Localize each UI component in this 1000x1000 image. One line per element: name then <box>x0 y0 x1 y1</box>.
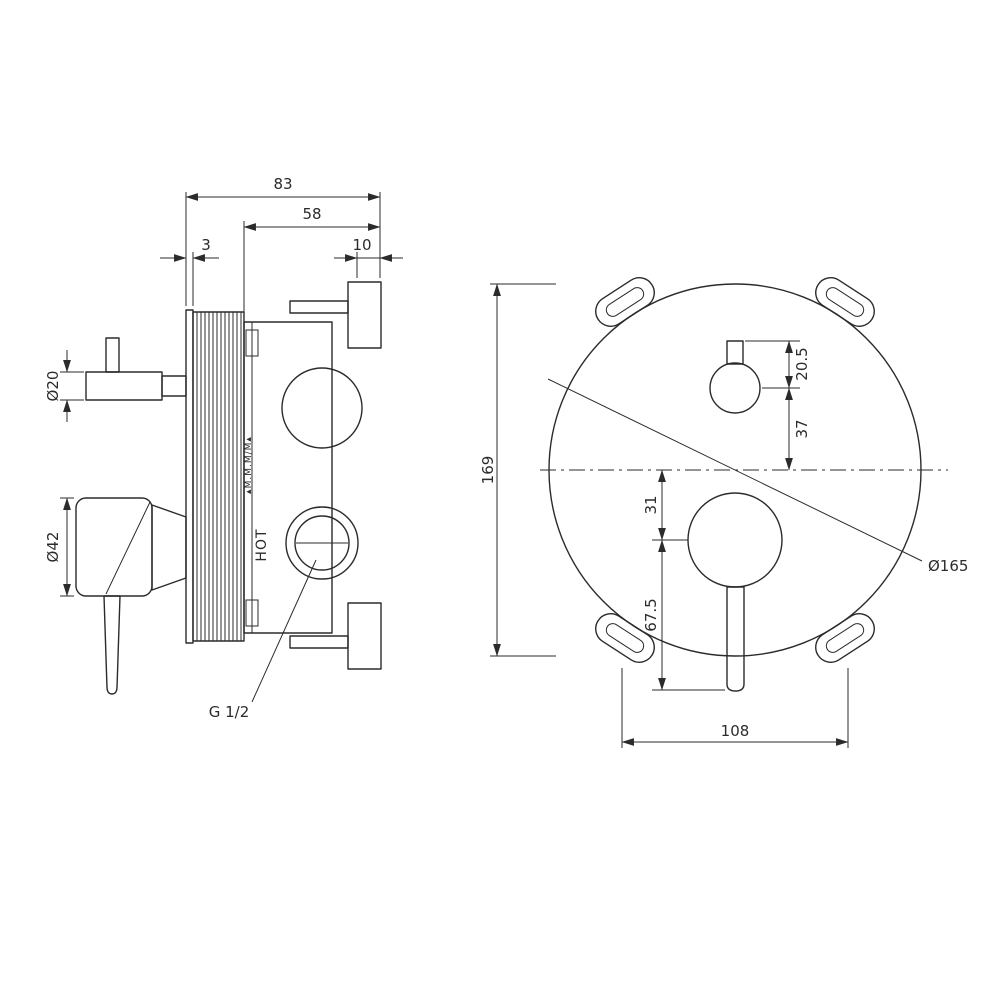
dim-58: 58 <box>243 205 381 318</box>
bracket-tab-bottom <box>347 602 382 670</box>
dim-o42-label: Ø42 <box>44 532 62 563</box>
dim-o165-label: Ø165 <box>928 557 968 575</box>
dim-67-5: 67.5 <box>642 539 725 691</box>
temperature-handle <box>85 337 187 401</box>
dim-37: 37 <box>785 387 811 471</box>
dim-o42: Ø42 <box>44 497 74 597</box>
dim-3-label: 3 <box>201 236 211 254</box>
mounting-ear-bottom-right <box>815 613 875 663</box>
handle-lever-front <box>726 586 745 692</box>
dim-o20-label: Ø20 <box>44 371 62 402</box>
dim-31-label: 31 <box>642 495 660 514</box>
valve-body <box>243 321 363 634</box>
front-view: Ø165 169 20.5 37 31 <box>479 277 968 748</box>
temp-handle-body <box>85 371 163 401</box>
dim-83-label: 83 <box>273 175 292 193</box>
dim-67-5-label: 67.5 <box>642 598 660 631</box>
ear-slot <box>825 287 865 317</box>
flow-handle-cone-line <box>105 501 151 595</box>
flow-handle-adapter <box>151 504 187 591</box>
body-slot-bottom <box>245 599 259 627</box>
thread-hatching <box>192 311 245 642</box>
body-slot-top <box>245 329 259 357</box>
leader-line <box>251 559 317 703</box>
ear-slot <box>605 623 645 653</box>
mounting-ear-top-left <box>595 277 655 327</box>
ear-outer <box>815 613 875 663</box>
dim-169-label: 169 <box>479 456 497 485</box>
dim-3: 3 <box>160 236 219 306</box>
side-view: ▴M.M.M/M▴ HOT 83 58 3 10 <box>44 175 403 721</box>
dim-58-label: 58 <box>302 205 321 223</box>
ear-outer <box>815 277 875 327</box>
flow-handle-body <box>75 497 153 597</box>
dim-108: 108 <box>621 668 849 748</box>
hot-label: HOT <box>254 528 270 561</box>
dim-20-5: 20.5 <box>745 340 811 389</box>
dim-108-label: 108 <box>721 722 750 740</box>
bracket-tab-top <box>347 281 382 349</box>
dim-83: 83 <box>185 175 381 306</box>
top-port-circle <box>281 367 363 449</box>
outlet-circle-outer <box>285 506 359 580</box>
ear-slot <box>825 623 865 653</box>
temp-handle-stem <box>105 337 120 373</box>
flow-handle <box>75 497 187 695</box>
ear-outer <box>595 613 655 663</box>
mounting-bracket-bottom <box>289 602 382 670</box>
dim-10-label: 10 <box>352 236 371 254</box>
valve-body-outline <box>243 321 333 634</box>
thread-callout: G 1/2 <box>209 559 317 721</box>
dim-169: 169 <box>479 283 556 657</box>
flow-handle-lever <box>103 595 121 695</box>
dim-20-5-label: 20.5 <box>793 347 811 380</box>
mixer-marks-label: ▴M.M.M/M▴ <box>244 436 254 494</box>
bracket-bar-top <box>289 300 349 314</box>
handle-circle <box>687 492 783 588</box>
knob-stem <box>726 340 744 365</box>
dim-o20: Ø20 <box>44 350 84 422</box>
mounting-bracket-top <box>289 281 382 349</box>
temp-handle-adapter <box>161 375 187 397</box>
ear-slot <box>605 287 645 317</box>
thread-label: G 1/2 <box>209 703 250 721</box>
mounting-ear-bottom-left <box>595 613 655 663</box>
diameter-leader-line <box>547 378 923 562</box>
dim-31: 31 <box>642 469 688 541</box>
wall-plate <box>185 309 194 644</box>
outlet-circle-inner <box>294 515 350 571</box>
ear-outer <box>595 277 655 327</box>
bracket-bar-bottom <box>289 635 349 649</box>
knob-circle <box>709 362 761 414</box>
dim-37-label: 37 <box>793 419 811 438</box>
mounting-ear-top-right <box>815 277 875 327</box>
dim-10: 10 <box>334 236 403 278</box>
